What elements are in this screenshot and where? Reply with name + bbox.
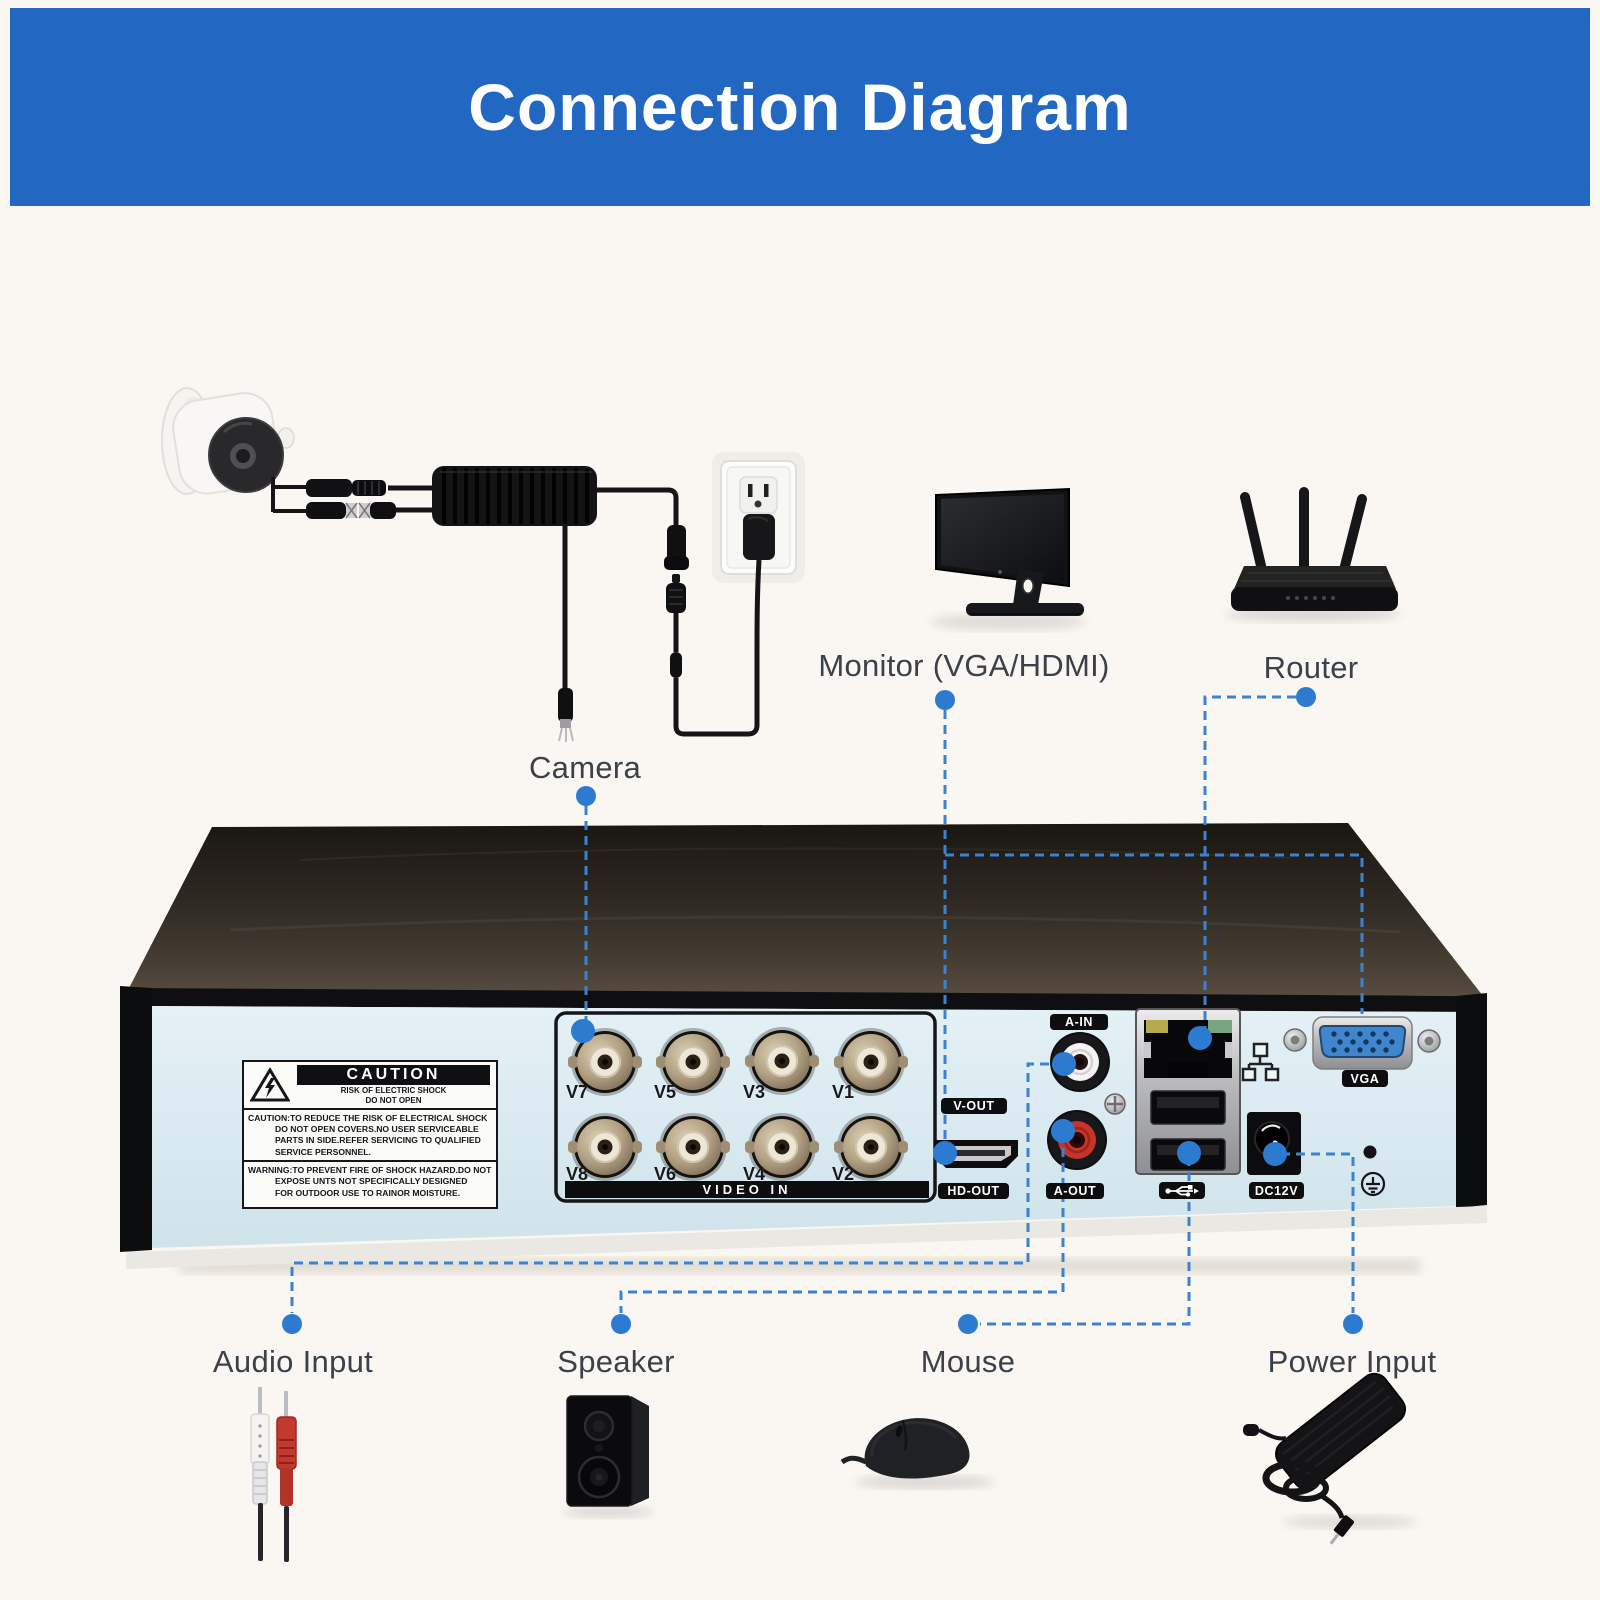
- dc-port-dot: [1263, 1142, 1287, 1166]
- bnc-label-v6: V6: [654, 1164, 677, 1184]
- usb-tag: [1159, 1182, 1205, 1199]
- electric-shock-triangle-icon: [250, 1067, 290, 1102]
- caution-open-line: DO NOT OPEN: [365, 1095, 422, 1105]
- bnc-label-v8: V8: [566, 1164, 589, 1184]
- monitor-image: [930, 487, 1086, 631]
- hd-out-tag: HD-OUT: [938, 1183, 1009, 1199]
- camera-image: [161, 387, 295, 495]
- router-connector-line: [1203, 695, 1296, 1030]
- mouse-label-dot: [958, 1314, 978, 1334]
- video-in-box: [554, 1011, 937, 1203]
- camera-label-dot: [576, 786, 596, 806]
- vga-port: [1283, 1016, 1441, 1070]
- power-input-label-dot: [1343, 1314, 1363, 1334]
- warning-text: WARNING:TO PREVENT FIRE OF SHOCK HAZARD.…: [248, 1164, 492, 1198]
- ethernet-port-dot: [1188, 1026, 1212, 1050]
- vga-tag: VGA: [1342, 1070, 1388, 1087]
- video-in-bar: VIDEO IN: [565, 1181, 929, 1198]
- caution-risk-line: RISK OF ELECTRIC SHOCK: [340, 1086, 447, 1096]
- bnc-label-v4: V4: [743, 1164, 766, 1184]
- speaker-label-dot: [611, 1314, 631, 1334]
- title-banner: Connection Diagram: [10, 8, 1590, 206]
- power-input-label: Power Input: [1267, 1344, 1437, 1379]
- ground-icon: [1360, 1171, 1386, 1197]
- camera-label: Camera: [528, 750, 642, 785]
- audio-input-label-dot: [282, 1314, 302, 1334]
- bnc-label-v7: V7: [566, 1082, 589, 1102]
- camera-cables-image: [271, 477, 432, 513]
- power-connector-line: [1281, 1152, 1355, 1313]
- monitor-label-dot: [935, 690, 955, 710]
- v7-port-dot: [571, 1019, 595, 1043]
- camera-video-pigtail-image: [558, 526, 574, 742]
- router-label-dot: [1296, 687, 1316, 707]
- caution-sticker: CAUTION RISK OF ELECTRIC SHOCK DO NOT OP…: [242, 1060, 498, 1209]
- router-label: Router: [1263, 650, 1359, 685]
- monitor-label: Monitor (VGA/HDMI): [818, 648, 1110, 683]
- audio-out-port-dot: [1051, 1119, 1075, 1143]
- hdmi-port-dot: [933, 1141, 957, 1165]
- ethernet-usb-block: [1135, 1008, 1241, 1175]
- audio-input-label: Audio Input: [212, 1344, 374, 1379]
- usb-icon: [1165, 1184, 1199, 1197]
- speaker-image: [562, 1395, 654, 1518]
- bnc-label-v1: V1: [832, 1082, 855, 1102]
- caution-header: CAUTION RISK OF ELECTRIC SHOCK DO NOT OP…: [244, 1062, 496, 1110]
- mouse-label: Mouse: [920, 1344, 1016, 1379]
- hdmi-port: [934, 1140, 1018, 1168]
- caution-title: CAUTION: [297, 1065, 490, 1086]
- power-extension-cable-image: [597, 487, 695, 737]
- bnc-label-v5: V5: [654, 1082, 677, 1102]
- a-out-tag: A-OUT: [1046, 1183, 1104, 1199]
- speaker-label: Speaker: [557, 1344, 675, 1379]
- usb-port-dot: [1177, 1141, 1201, 1165]
- dc12v-tag: DC12V: [1249, 1182, 1304, 1199]
- mouse-image: [840, 1418, 995, 1489]
- dc-connector-pair-image: [306, 479, 386, 497]
- router-image: [1225, 487, 1401, 622]
- bnc-label-v3: V3: [743, 1082, 766, 1102]
- v-out-tag: V-OUT: [941, 1098, 1007, 1114]
- page-title: Connection Diagram: [468, 70, 1132, 144]
- speaker-connector-line: [619, 1133, 1065, 1313]
- power-input-image: [1243, 1372, 1418, 1545]
- mouse-connector-line: [980, 1157, 1191, 1326]
- bnc-connector-pair-image: [306, 502, 396, 519]
- caution-text: CAUTION:TO REDUCE THE RISK OF ELECTRICAL…: [244, 1110, 496, 1162]
- audio-in-port-dot: [1052, 1052, 1076, 1076]
- a-in-tag: A-IN: [1050, 1014, 1108, 1030]
- bnc-label-v2: V2: [832, 1164, 855, 1184]
- power-adapter-plug-image: [684, 514, 775, 737]
- audio-input-connector-line: [290, 1062, 1064, 1313]
- audio-input-image: [250, 1387, 297, 1562]
- panel-screw: [1104, 1093, 1126, 1115]
- network-icon: [1241, 1042, 1280, 1082]
- cable-coil-image: [432, 466, 597, 526]
- panel-hole: [1363, 1145, 1377, 1159]
- monitor-vga-connector-line: [945, 853, 1364, 1014]
